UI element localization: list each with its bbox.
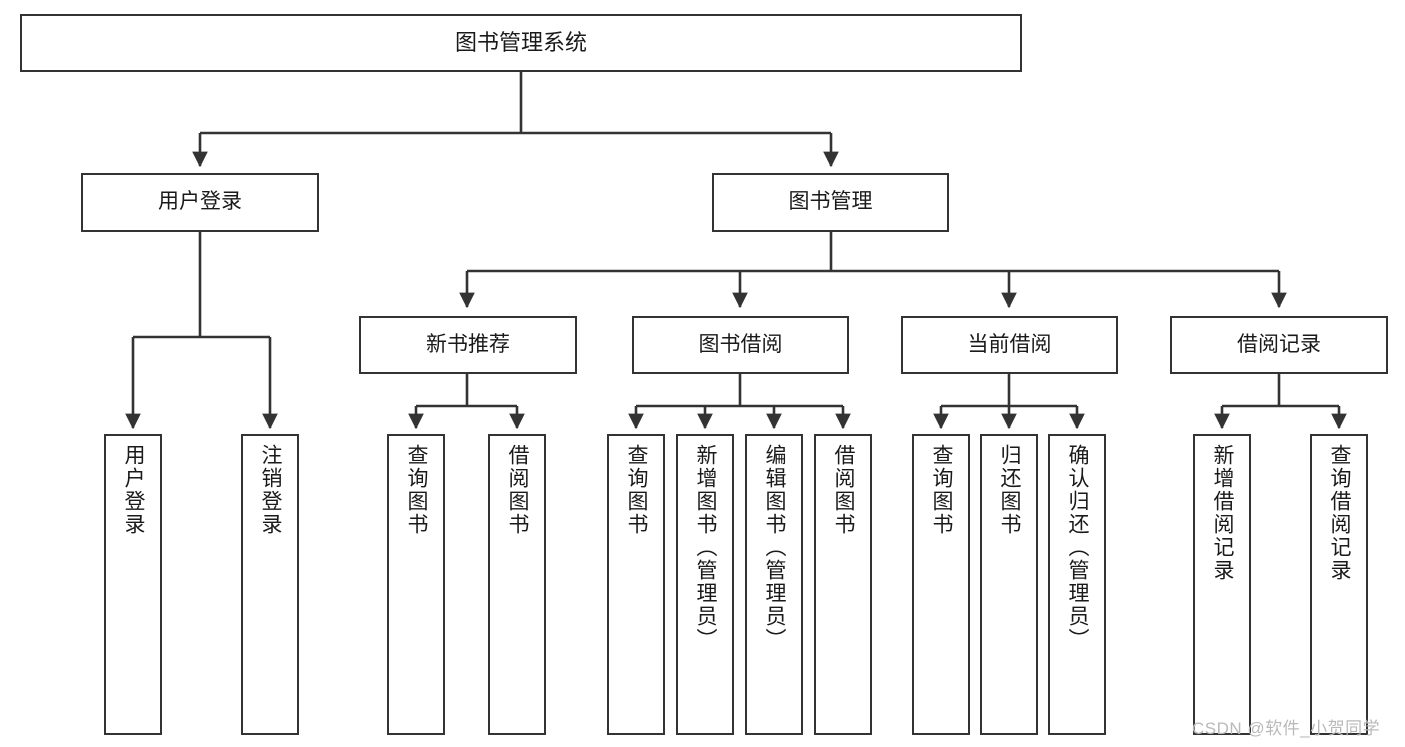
node-leaf-borrow-book-2-label: 借阅图书 — [832, 444, 856, 536]
node-leaf-borrow-book-2[interactable]: 借阅图书 — [814, 434, 872, 735]
node-user-login[interactable]: 用户登录 — [81, 173, 319, 232]
node-user-login-label: 用户登录 — [158, 190, 242, 214]
node-book-management-label: 图书管理 — [788, 190, 873, 214]
node-root[interactable]: 图书管理系统 — [20, 14, 1022, 72]
node-leaf-logout-login[interactable]: 注销登录 — [241, 434, 299, 735]
node-new-book-recommend[interactable]: 新书推荐 — [359, 316, 577, 374]
node-leaf-query-book-2[interactable]: 查询图书 — [607, 434, 665, 735]
node-leaf-query-book-1-label: 查询图书 — [405, 444, 429, 536]
node-leaf-confirm-return-admin-label: 确认归还（管理员） — [1066, 444, 1090, 651]
node-root-label: 图书管理系统 — [454, 30, 587, 56]
node-leaf-confirm-return-admin[interactable]: 确认归还（管理员） — [1048, 434, 1106, 735]
node-leaf-query-borrow-record-label: 查询借阅记录 — [1328, 444, 1352, 582]
node-leaf-edit-book-admin-label: 编辑图书（管理员） — [763, 444, 787, 651]
watermark-text: CSDN @软件_小贺同学 — [1192, 719, 1381, 738]
node-leaf-user-login[interactable]: 用户登录 — [104, 434, 162, 735]
node-current-borrow[interactable]: 当前借阅 — [901, 316, 1118, 374]
node-leaf-edit-book-admin[interactable]: 编辑图书（管理员） — [745, 434, 803, 735]
node-book-borrow[interactable]: 图书借阅 — [632, 316, 849, 374]
node-leaf-add-book-admin-label: 新增图书（管理员） — [694, 444, 718, 651]
node-new-book-recommend-label: 新书推荐 — [426, 332, 510, 356]
node-leaf-add-borrow-record[interactable]: 新增借阅记录 — [1193, 434, 1251, 735]
node-leaf-query-book-3[interactable]: 查询图书 — [912, 434, 970, 735]
node-book-management[interactable]: 图书管理 — [712, 173, 949, 232]
node-leaf-query-book-1[interactable]: 查询图书 — [387, 434, 445, 735]
node-leaf-add-borrow-record-label: 新增借阅记录 — [1211, 444, 1235, 582]
node-leaf-user-login-label: 用户登录 — [122, 444, 146, 536]
node-leaf-return-book[interactable]: 归还图书 — [980, 434, 1038, 735]
node-leaf-add-book-admin[interactable]: 新增图书（管理员） — [676, 434, 734, 735]
node-leaf-return-book-label: 归还图书 — [998, 444, 1022, 536]
node-book-borrow-label: 图书借阅 — [698, 332, 783, 356]
node-leaf-borrow-book-1[interactable]: 借阅图书 — [488, 434, 546, 735]
node-borrow-record[interactable]: 借阅记录 — [1170, 316, 1388, 374]
node-current-borrow-label: 当前借阅 — [967, 332, 1052, 356]
node-leaf-query-book-3-label: 查询图书 — [930, 444, 954, 536]
node-leaf-logout-login-label: 注销登录 — [259, 444, 283, 536]
node-leaf-borrow-book-1-label: 借阅图书 — [506, 444, 530, 536]
node-leaf-query-book-2-label: 查询图书 — [625, 444, 649, 536]
node-leaf-query-borrow-record[interactable]: 查询借阅记录 — [1310, 434, 1368, 735]
node-borrow-record-label: 借阅记录 — [1237, 332, 1321, 356]
